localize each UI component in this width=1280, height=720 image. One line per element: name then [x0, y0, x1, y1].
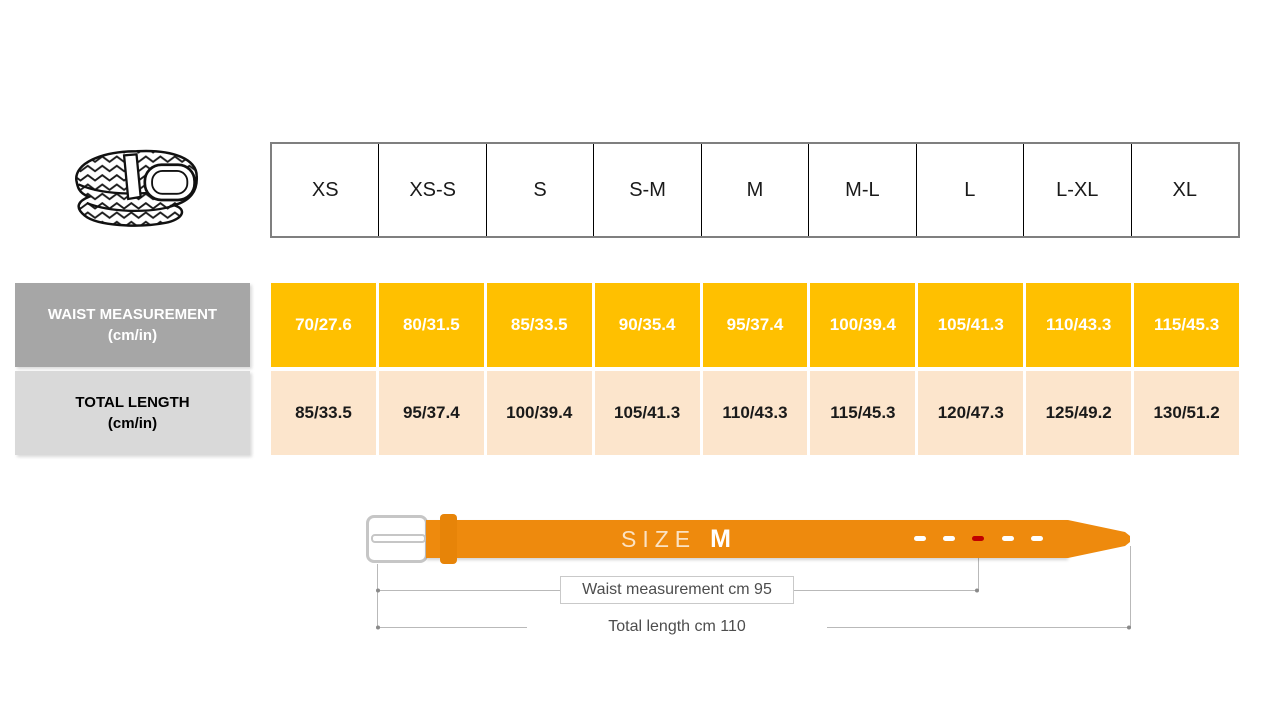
waist-value-m-l: 100/39.4: [810, 283, 916, 367]
waist-value-s-m: 90/35.4: [594, 283, 700, 367]
waist-values-row: 70/27.6 80/31.5 85/33.5 90/35.4 95/37.4 …: [271, 283, 1240, 367]
size-header-xs-s: XS-S: [378, 144, 485, 236]
belt-keeper: [440, 514, 457, 564]
size-header-s: S: [485, 144, 593, 236]
belt-hole: [1002, 536, 1014, 541]
belt-size-label: SIZE M: [476, 520, 876, 558]
waist-value-xs-s: 80/31.5: [378, 283, 484, 367]
total-length-label: TOTAL LENGTH (cm/in): [15, 371, 250, 455]
buckle-prong: [371, 534, 426, 543]
waist-label-line1: WAIST MEASUREMENT: [47, 306, 218, 323]
waist-measurement-label: WAIST MEASUREMENT (cm/in): [15, 283, 250, 367]
waist-value-m: 95/37.4: [702, 283, 808, 367]
size-header-l: L: [915, 144, 1023, 236]
braided-belt-icon: [66, 136, 206, 236]
waist-annotation: Waist measurement cm 95: [560, 576, 794, 604]
waist-value-s: 85/33.5: [486, 283, 592, 367]
belt-hole-selected: [972, 536, 984, 541]
length-value-l-xl: 125/49.2: [1026, 371, 1132, 455]
belt-tip: [1068, 520, 1130, 558]
length-value-s: 100/39.4: [486, 371, 592, 455]
size-header-m: M: [700, 144, 808, 236]
size-header-s-m: S-M: [593, 144, 700, 236]
length-annotation: Total length cm 110: [527, 613, 827, 641]
belt-hole: [943, 536, 955, 541]
belt-hole: [1031, 536, 1043, 541]
length-value-l: 120/47.3: [918, 371, 1024, 455]
braided-belt-svg: [75, 149, 198, 227]
size-header-row: XS XS-S S S-M M M-L L L-XL XL: [270, 142, 1240, 238]
belt-strap: [426, 520, 1068, 558]
length-value-m: 110/43.3: [702, 371, 808, 455]
size-value: M: [710, 524, 731, 553]
waist-value-l: 105/41.3: [918, 283, 1024, 367]
waist-value-xs: 70/27.6: [271, 283, 376, 367]
size-header-l-xl: L-XL: [1023, 144, 1130, 236]
waist-value-xl: 115/45.3: [1134, 283, 1240, 367]
total-length-values-row: 85/33.5 95/37.4 100/39.4 105/41.3 110/43…: [271, 371, 1240, 455]
waist-value-l-xl: 110/43.3: [1026, 283, 1132, 367]
size-header-xs: XS: [311, 178, 339, 201]
size-header-xl: XL: [1130, 144, 1238, 236]
length-value-xl: 130/51.2: [1134, 371, 1240, 455]
size-header-m-l: M-L: [808, 144, 915, 236]
belt-hole: [914, 536, 926, 541]
length-value-m-l: 115/45.3: [810, 371, 916, 455]
size-word: SIZE: [621, 525, 697, 552]
length-label-line2: (cm/in): [107, 415, 158, 432]
length-value-xs-s: 95/37.4: [378, 371, 484, 455]
length-value-s-m: 105/41.3: [594, 371, 700, 455]
length-value-xs: 85/33.5: [271, 371, 376, 455]
waist-label-line2: (cm/in): [107, 327, 158, 344]
length-label-line1: TOTAL LENGTH: [75, 394, 190, 411]
